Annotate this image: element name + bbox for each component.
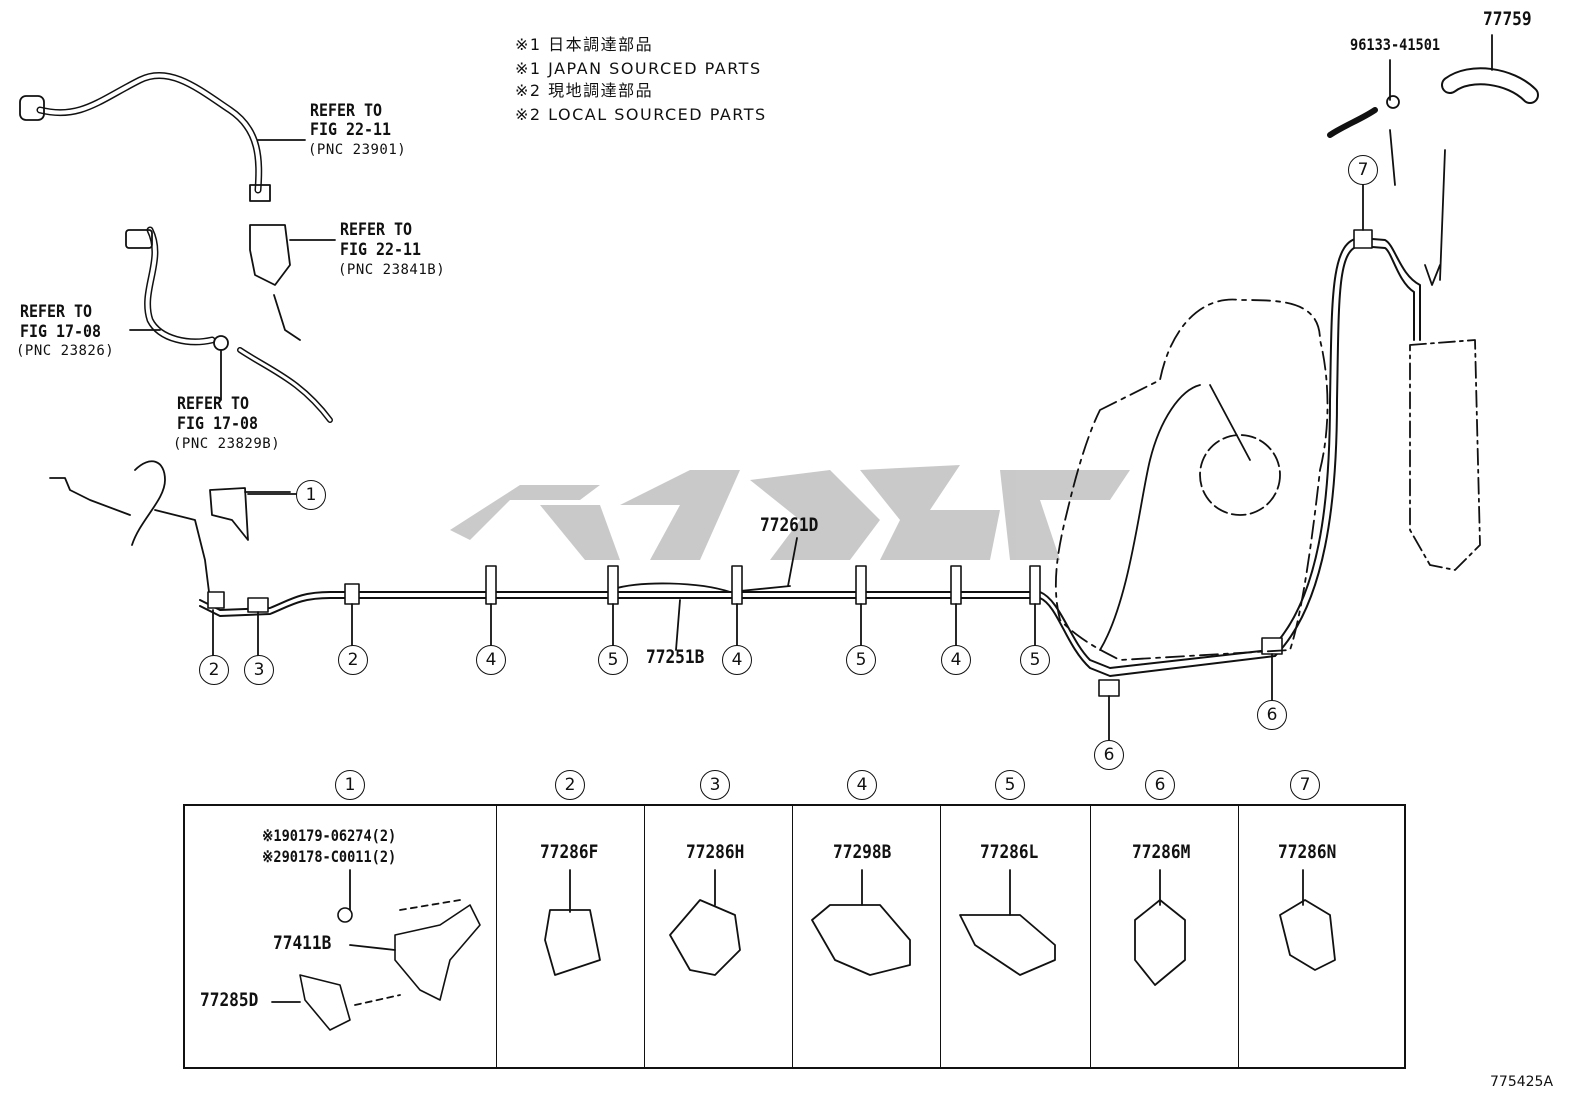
cell5-part: 77286L (980, 841, 1039, 863)
cell1-note-a: ※190179-06274(2) (262, 826, 397, 845)
note-local-sourced-en: ※2 LOCAL SOURCED PARTS (515, 105, 767, 124)
refer-2-line2: FIG 22-11 (340, 240, 422, 260)
detail-cell-5 (941, 806, 1091, 1067)
cell6-part: 77286M (1132, 841, 1191, 863)
callout-2-a: 2 (199, 655, 229, 685)
callout-5-b: 5 (846, 645, 876, 675)
callout-7: 7 (1348, 155, 1378, 185)
table-header-5: 5 (995, 770, 1025, 800)
detail-cell-1 (185, 806, 497, 1067)
detail-table (183, 804, 1406, 1069)
cell1-part-b: 77285D (200, 989, 259, 1011)
refer-1-line1: REFER TO (310, 101, 383, 121)
clip-77286M-glyph (1134, 899, 1186, 986)
clip-77298B-glyph (811, 904, 911, 976)
callout-5-c: 5 (1020, 645, 1050, 675)
clip-77286F-glyph (544, 909, 601, 976)
refer-4-line2: FIG 17-08 (177, 414, 259, 434)
callout-6-b: 6 (1257, 700, 1287, 730)
part-clip-label: 96133-41501 (1350, 35, 1441, 54)
callout-1: 1 (296, 480, 326, 510)
callout-4-a: 4 (476, 645, 506, 675)
refer-2-line3: (PNC 23841B) (338, 262, 446, 278)
cell3-part: 77286H (686, 841, 745, 863)
refer-4-line1: REFER TO (177, 394, 250, 414)
cell1-note-b: ※290178-C0011(2) (262, 847, 397, 866)
clip-77286H-glyph (669, 899, 741, 976)
refer-3-line3: (PNC 23826) (16, 343, 115, 359)
refer-4-line3: (PNC 23829B) (173, 436, 281, 452)
part-main-tube-label: 77261D (760, 514, 819, 536)
cell4-part: 77298B (833, 841, 892, 863)
part-sub-tube-label: 77251B (646, 646, 705, 668)
clip-77411B-glyph (299, 904, 481, 1031)
table-header-3: 3 (700, 770, 730, 800)
refer-1-line2: FIG 22-11 (310, 120, 392, 140)
clip-77286L-glyph (959, 914, 1056, 976)
table-header-1: 1 (335, 770, 365, 800)
note-japan-sourced-en: ※1 JAPAN SOURCED PARTS (515, 59, 762, 78)
callout-6-a: 6 (1094, 740, 1124, 770)
callout-2-b: 2 (338, 645, 368, 675)
cell1-part-a: 77411B (273, 932, 332, 954)
cell2-part: 77286F (540, 841, 599, 863)
callout-5-a: 5 (598, 645, 628, 675)
clip-77286N-glyph (1279, 899, 1336, 971)
cell7-part: 77286N (1278, 841, 1337, 863)
table-header-4: 4 (847, 770, 877, 800)
watermark-logo (450, 465, 1130, 560)
table-header-2: 2 (555, 770, 585, 800)
callout-4-b: 4 (722, 645, 752, 675)
part-hose-label: 77759 (1483, 8, 1532, 30)
detail-cell-2 (497, 806, 645, 1067)
callout-4-c: 4 (941, 645, 971, 675)
note-local-sourced-jp: ※2 現地調達部品 (515, 81, 654, 100)
pipe-clip-marks (207, 229, 1373, 697)
table-header-6: 6 (1145, 770, 1175, 800)
refer-2-line1: REFER TO (340, 220, 413, 240)
detail-cell-3 (645, 806, 793, 1067)
refer-3-line1: REFER TO (20, 302, 93, 322)
callout-3: 3 (244, 655, 274, 685)
refer-3-line2: FIG 17-08 (20, 322, 102, 342)
detail-cell-6 (1091, 806, 1239, 1067)
detail-cell-4 (793, 806, 941, 1067)
table-header-7: 7 (1290, 770, 1320, 800)
refer-1-line3: (PNC 23901) (308, 142, 407, 158)
figure-id: 775425A (1490, 1074, 1554, 1090)
note-japan-sourced-jp: ※1 日本調達部品 (515, 35, 654, 54)
